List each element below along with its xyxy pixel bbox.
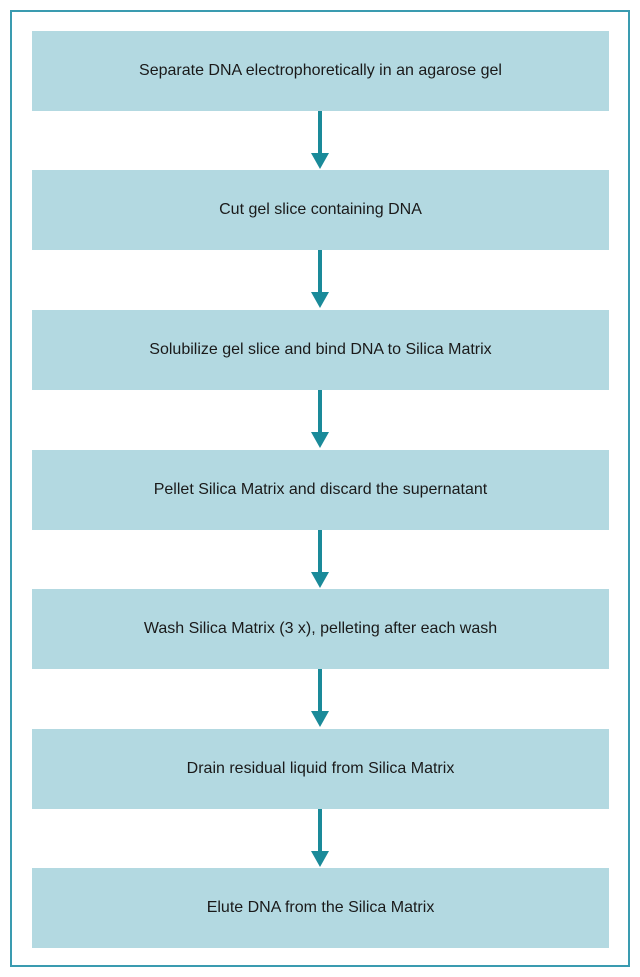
arrow-down-icon: [311, 530, 329, 588]
arrow-down-icon: [311, 111, 329, 169]
step-label: Elute DNA from the Silica Matrix: [206, 899, 435, 916]
step-separate-dna: Separate DNA electrophoretically in an a…: [32, 31, 609, 111]
arrow-down-icon: [311, 809, 329, 867]
step-wash-matrix: Wash Silica Matrix (3 x), pelleting afte…: [32, 589, 609, 669]
arrow-down-icon: [311, 390, 329, 448]
step-pellet-discard: Pellet Silica Matrix and discard the sup…: [32, 450, 609, 530]
step-label: Pellet Silica Matrix and discard the sup…: [153, 481, 488, 498]
step-label: Wash Silica Matrix (3 x), pelleting afte…: [143, 620, 498, 637]
step-label: Solubilize gel slice and bind DNA to Sil…: [149, 341, 492, 358]
arrow-down-icon: [311, 669, 329, 727]
step-elute-dna: Elute DNA from the Silica Matrix: [32, 868, 609, 948]
step-label: Cut gel slice containing DNA: [219, 201, 422, 218]
step-solubilize-bind: Solubilize gel slice and bind DNA to Sil…: [32, 310, 609, 390]
step-label: Drain residual liquid from Silica Matrix: [186, 760, 455, 777]
step-drain-liquid: Drain residual liquid from Silica Matrix: [32, 729, 609, 809]
arrow-down-icon: [311, 250, 329, 308]
step-label: Separate DNA electrophoretically in an a…: [139, 62, 502, 79]
step-cut-gel-slice: Cut gel slice containing DNA: [32, 170, 609, 250]
